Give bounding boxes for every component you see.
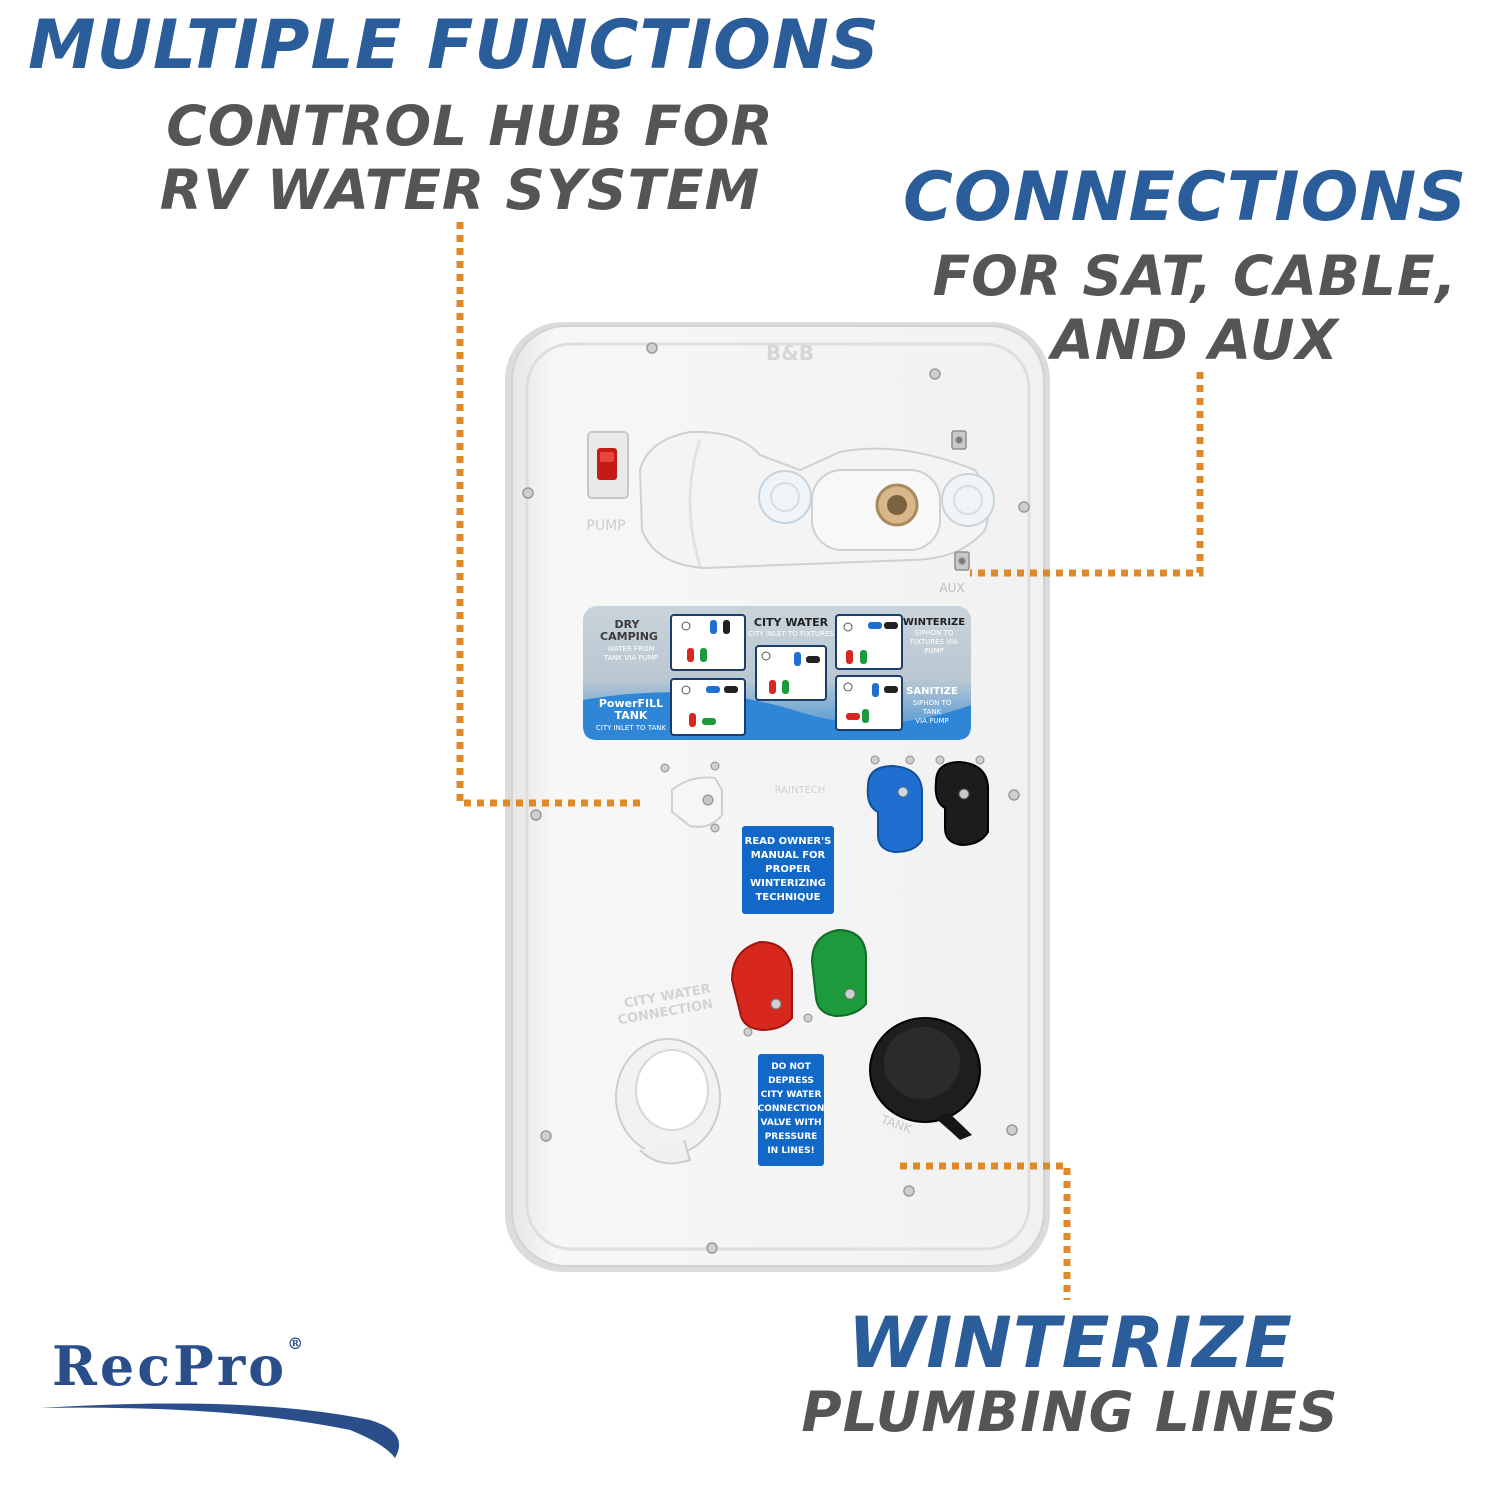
aux-label: AUX — [939, 581, 964, 595]
guide-powerfill-title-1: PowerFILL — [599, 697, 663, 710]
guide-city-water-title: CITY WATER — [754, 616, 829, 629]
mode-guide-placard: DRY CAMPING WATER FROM TANK VIA PUMP CIT… — [583, 606, 971, 740]
green-valve-handle[interactable] — [810, 928, 867, 1018]
guide-winterize-sub-3: PUMP — [924, 647, 944, 655]
guide-dry-camping-sub-1: WATER FROM — [607, 645, 654, 653]
shower-fixture[interactable] — [638, 430, 995, 570]
guide-sanitize-title: SANITIZE — [906, 686, 958, 697]
connections-leader — [970, 372, 1204, 577]
connections-line2: AND AUX — [1051, 308, 1339, 372]
callout-lines — [456, 222, 1204, 1300]
pump-switch[interactable] — [587, 431, 629, 499]
guide-powerfill-title-2: TANK — [615, 709, 648, 722]
registered-mark: ® — [287, 1334, 304, 1353]
guide-dry-camping-sub-2: TANK VIA PUMP — [603, 654, 658, 662]
warning-label-l7: IN LINES! — [767, 1146, 814, 1156]
recpro-swoosh — [40, 1403, 400, 1458]
guide-winterize-sub-2: FIXTURES VIA — [910, 638, 958, 646]
guide-winterize-title: WINTERIZE — [903, 617, 965, 628]
winterize-title: WINTERIZE — [848, 1302, 1293, 1384]
guide-dry-camping-title-1: DRY — [615, 618, 641, 631]
warning-label-l2: DEPRESS — [768, 1076, 814, 1086]
warning-label-l6: PRESSURE — [765, 1132, 818, 1142]
red-valve-handle[interactable] — [730, 940, 813, 1037]
warning-label-l3: CITY WATER — [761, 1090, 822, 1100]
city-water-inlet-cap[interactable] — [615, 1038, 721, 1165]
coax-connector-aux[interactable] — [954, 551, 970, 571]
connections-title: CONNECTIONS — [903, 158, 1468, 237]
black-valve-handle[interactable] — [934, 755, 989, 847]
pump-label: PUMP — [586, 518, 625, 534]
coax-connector-top[interactable] — [951, 430, 967, 450]
manual-label-l3: PROPER — [765, 864, 811, 875]
manual-label-l5: TECHNIQUE — [756, 892, 821, 903]
city-water-warning-label: DO NOT DEPRESS CITY WATER CONNECTION VAL… — [758, 1054, 825, 1166]
manual-label-l4: WINTERIZING — [750, 878, 826, 889]
warning-label-l1: DO NOT — [771, 1062, 811, 1072]
guide-dry-camping-title-2: CAMPING — [600, 630, 658, 643]
recpro-logo: RecPro® — [52, 1334, 303, 1398]
guide-sanitize-sub-1: SIPHON TO — [913, 699, 952, 707]
white-valve-handle[interactable] — [660, 761, 723, 833]
manual-label-l2: MANUAL FOR — [751, 850, 826, 861]
guide-sanitize-sub-2: TANK — [922, 708, 942, 716]
blue-valve-handle[interactable] — [866, 755, 923, 854]
manual-notice-label: READ OWNER'S MANUAL FOR PROPER WINTERIZI… — [742, 826, 834, 914]
tank-fill-cap[interactable] — [869, 1017, 981, 1140]
recpro-logo-text: RecPro — [52, 1334, 288, 1398]
multiple-functions-line1: CONTROL HUB FOR — [166, 94, 774, 158]
guide-sanitize-sub-3: VIA PUMP — [915, 717, 948, 725]
panel-brand: B&B — [766, 341, 814, 365]
raintech-logo: RAINTECH — [775, 785, 826, 796]
warning-label-l4: CONNECTION — [758, 1104, 825, 1114]
winterize-leader — [900, 1162, 1071, 1300]
connections-line1: FOR SAT, CABLE, — [932, 244, 1458, 308]
multiple-functions-line2: RV WATER SYSTEM — [159, 158, 761, 222]
guide-winterize-sub-1: SIPHON TO — [915, 629, 954, 637]
guide-valve-icons — [681, 620, 898, 727]
guide-powerfill-sub: CITY INLET TO TANK — [596, 724, 667, 732]
warning-label-l5: VALVE WITH — [760, 1118, 821, 1128]
mounting-screws — [522, 342, 1030, 1254]
guide-city-water-sub: CITY INLET TO FIXTURES — [748, 630, 834, 638]
manual-label-l1: READ OWNER'S — [745, 836, 832, 847]
winterize-line1: PLUMBING LINES — [801, 1380, 1339, 1444]
multiple-functions-title: MULTIPLE FUNCTIONS — [28, 6, 880, 85]
